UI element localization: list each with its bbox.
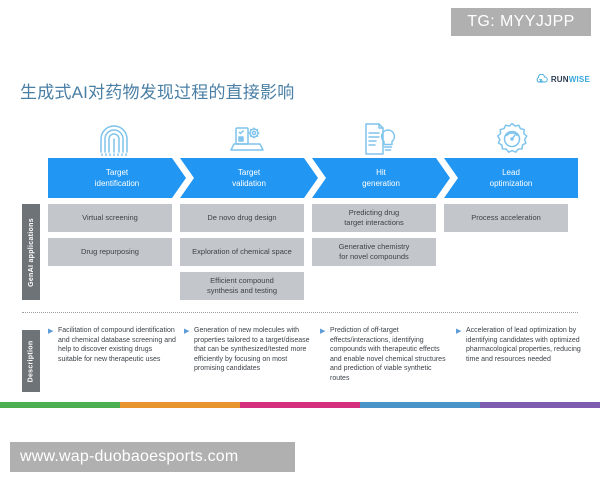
description-item: ▶ Acceleration of lead optimization by i… [456, 326, 584, 364]
application-box[interactable]: Drug repurposing [48, 238, 172, 266]
application-box[interactable]: Exploration of chemical space [180, 238, 304, 266]
strip-segment-green [0, 402, 120, 408]
strip-segment-blue [360, 402, 480, 408]
tg-watermark-badge: TG: MYYJJPP [451, 8, 591, 36]
stage-label-line2: identification [94, 179, 140, 188]
applications-column-0: Virtual screening Drug repurposing [48, 204, 172, 272]
runwise-cloud-icon [535, 74, 548, 85]
description-text: Facilitation of compound identification … [58, 327, 176, 363]
stage-arrow-hit-generation[interactable]: Hit generation [312, 158, 450, 198]
application-box[interactable]: Virtual screening [48, 204, 172, 232]
row-label-description: Description [22, 330, 40, 392]
page-title: 生成式AI对药物发现过程的直接影响 [20, 83, 295, 102]
description-text: Generation of new molecules with propert… [194, 327, 310, 373]
brand-name-part2: WISE [568, 75, 590, 84]
application-line1: Drug repurposing [81, 247, 139, 256]
stage-icon-row [48, 112, 578, 156]
application-line1: Virtual screening [82, 213, 138, 222]
application-box[interactable]: Predicting drug target interactions [312, 204, 436, 232]
document-lightbulb-icon [362, 122, 396, 156]
brand-name-part1: RUN [550, 75, 569, 84]
gear-gauge-icon [495, 122, 529, 156]
stage-label-line1: Lead [502, 168, 520, 177]
stage-arrow-lead-optimization[interactable]: Lead optimization [444, 158, 578, 198]
strip-segment-orange [120, 402, 240, 408]
description-item: ▶ Facilitation of compound identificatio… [48, 326, 176, 364]
application-line2: synthesis and testing [206, 286, 278, 295]
stage-label-line1: Target [105, 168, 129, 177]
header: 生成式AI对药物发现过程的直接影响 RUNWISE [0, 74, 600, 114]
application-box[interactable]: Efficient compound synthesis and testing [180, 272, 304, 300]
stage-label-line2: generation [362, 179, 400, 188]
application-box[interactable]: Process acceleration [444, 204, 568, 232]
applications-column-2: Predicting drug target interactions Gene… [312, 204, 436, 272]
description-item: ▶ Generation of new molecules with prope… [184, 326, 312, 374]
application-line1: Exploration of chemical space [192, 247, 292, 256]
row-label-genai-applications: GenAI applications [22, 204, 40, 300]
row-label-text: Description [27, 340, 35, 382]
strip-segment-pink [240, 402, 360, 408]
applications-column-3: Process acceleration [444, 204, 568, 238]
stage-icon-cell-2 [313, 112, 446, 156]
description-item: ▶ Prediction of off-target effects/inter… [320, 326, 448, 384]
bullet-icon: ▶ [456, 328, 462, 335]
site-url-watermark: www.wap-duobaoesports.com [10, 442, 295, 472]
brand-logo: RUNWISE [535, 74, 590, 85]
bullet-icon: ▶ [184, 328, 190, 335]
stage-label-line1: Target [237, 168, 261, 177]
stage-label-line1: Hit [376, 168, 386, 177]
application-line2: target interactions [344, 218, 404, 227]
brand-name: RUNWISE [551, 75, 590, 84]
application-line1: Predicting drug [348, 208, 400, 217]
stage-arrow-banner: Target identification Target validation … [48, 158, 578, 198]
stage-icon-cell-1 [181, 112, 314, 156]
stage-label-line2: validation [232, 179, 266, 188]
application-line1: De novo drug design [207, 213, 277, 222]
application-line1: Efficient compound [210, 276, 274, 285]
footer-color-strip [0, 402, 600, 408]
bullet-icon: ▶ [320, 328, 326, 335]
application-line1: Process acceleration [471, 213, 541, 222]
strip-segment-purple [480, 402, 600, 408]
row-label-text: GenAI applications [27, 217, 35, 287]
stage-arrow-target-validation[interactable]: Target validation [180, 158, 318, 198]
bullet-icon: ▶ [48, 328, 54, 335]
application-line1: Generative chemistry [338, 242, 410, 251]
application-box[interactable]: Generative chemistry for novel compounds [312, 238, 436, 266]
stage-label-line2: optimization [489, 179, 533, 188]
stage-icon-cell-3 [446, 112, 579, 156]
applications-column-1: De novo drug design Exploration of chemi… [180, 204, 304, 306]
stage-arrow-target-identification[interactable]: Target identification [48, 158, 186, 198]
descriptions-row: ▶ Facilitation of compound identificatio… [48, 326, 581, 396]
description-text: Acceleration of lead optimization by ide… [466, 327, 581, 363]
section-divider [22, 312, 578, 313]
fingerprint-icon [99, 122, 129, 156]
applications-grid: Virtual screening Drug repurposing De no… [48, 204, 578, 300]
laptop-checklist-gear-icon [230, 122, 264, 156]
application-line2: for novel compounds [339, 252, 409, 261]
application-box[interactable]: De novo drug design [180, 204, 304, 232]
stage-icon-cell-0 [48, 112, 181, 156]
description-text: Prediction of off-target effects/interac… [330, 327, 446, 382]
